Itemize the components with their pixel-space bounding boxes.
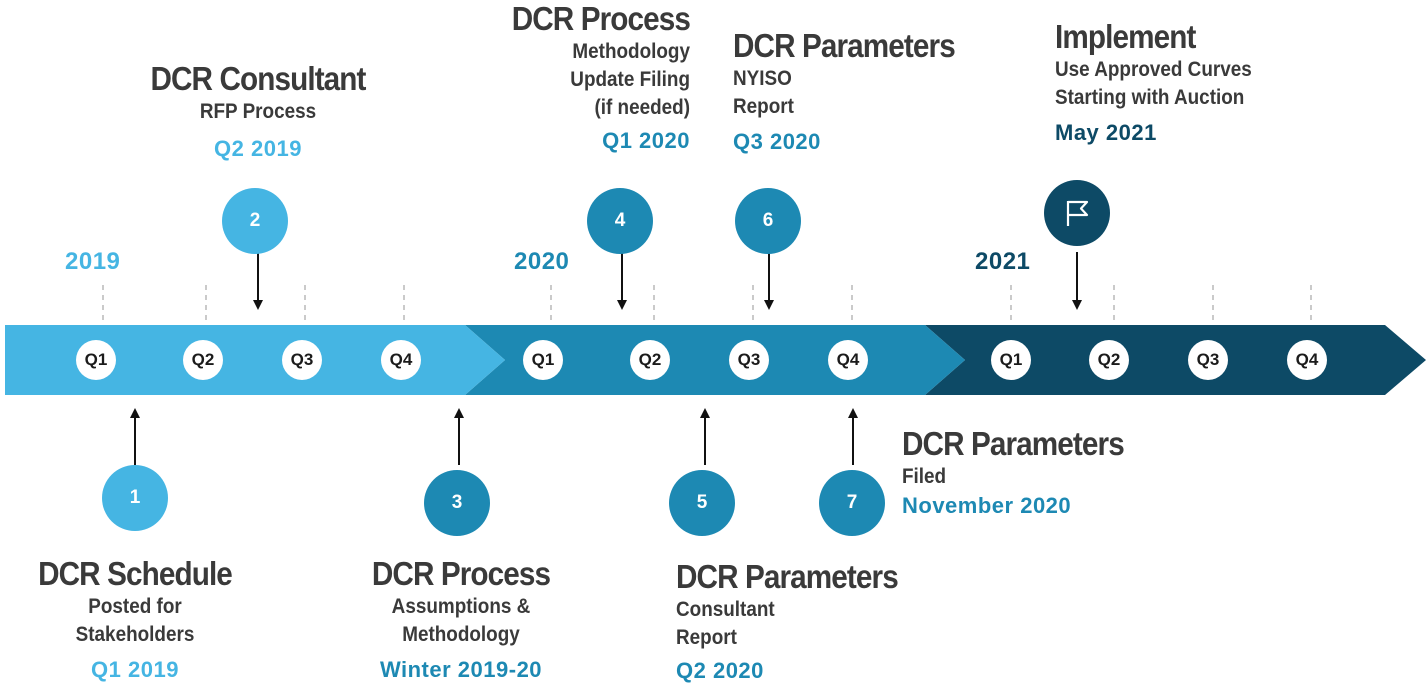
milestone-implement-title: Implement [1055, 18, 1196, 55]
milestone-1-date: Q1 2019 [91, 657, 179, 682]
milestone-4-date: Q1 2020 [602, 128, 690, 153]
milestone-implement-line: Use Approved Curves [1055, 58, 1252, 81]
milestone-3-title: DCR Process [371, 555, 551, 592]
quarter-q1-2021: Q1 [991, 340, 1031, 380]
quarter-q3-2019: Q3 [282, 340, 322, 380]
milestone-7-line: Filed [902, 465, 947, 488]
quarter-q4-2020: Q4 [828, 340, 868, 380]
milestone-1-title: DCR Schedule [38, 555, 233, 592]
year-label-2020: 2020 [514, 248, 570, 275]
milestone-7-text: DCR Parameters Filed November 2020 [902, 425, 1202, 519]
tick-lines [102, 285, 1312, 325]
milestone-6-line: Report [733, 95, 794, 118]
year-label-2021: 2021 [975, 248, 1031, 275]
milestone-marker-flag [1044, 180, 1110, 246]
flag-icon [1066, 200, 1089, 226]
milestone-5-line: Consultant [676, 598, 775, 621]
milestone-1-line: Posted for [88, 595, 182, 618]
milestone-2-text: DCR Consultant RFP Process Q2 2019 [128, 60, 388, 162]
milestone-marker-1: 1 [102, 465, 168, 531]
quarter-q2-2019: Q2 [183, 340, 223, 380]
milestone-1-line: Stakeholders [75, 623, 195, 646]
milestone-marker-2: 2 [222, 188, 288, 254]
milestone-3-text: DCR Process Assumptions & Methodology Wi… [331, 555, 591, 683]
milestone-marker-3: 3 [424, 470, 490, 536]
milestone-3-line: Assumptions & [391, 595, 531, 618]
arrows-down [253, 252, 1082, 310]
milestone-5-date: Q2 2020 [676, 658, 764, 683]
milestone-implement-text: Implement Use Approved Curves Starting w… [1055, 18, 1355, 146]
arrows-up [130, 408, 858, 465]
milestone-6-text: DCR Parameters NYISO Report Q3 2020 [733, 27, 1013, 155]
milestone-5-line: Report [676, 626, 737, 649]
milestone-marker-4: 4 [587, 188, 653, 254]
milestone-implement-date: May 2021 [1055, 120, 1157, 145]
milestone-marker-5: 5 [669, 470, 735, 536]
milestone-4-line: Methodology [572, 40, 690, 63]
milestone-6-title: DCR Parameters [733, 27, 956, 64]
quarter-q2-2021: Q2 [1089, 340, 1129, 380]
quarter-q3-2020: Q3 [729, 340, 769, 380]
milestone-4-text: DCR Process Methodology Update Filing (i… [470, 0, 691, 154]
milestone-5-title: DCR Parameters [676, 558, 899, 595]
milestone-1-text: DCR Schedule Posted for Stakeholders Q1 … [5, 555, 265, 683]
milestone-implement-line: Starting with Auction [1055, 86, 1245, 109]
milestone-4-line: (if needed) [594, 96, 690, 119]
milestone-marker-6: 6 [735, 188, 801, 254]
milestone-5-text: DCR Parameters Consultant Report Q2 2020 [676, 558, 976, 684]
milestone-4-line: Update Filing [570, 68, 690, 91]
milestone-3-line: Methodology [402, 623, 520, 646]
milestone-2-title: DCR Consultant [150, 60, 366, 97]
milestone-7-title: DCR Parameters [902, 425, 1125, 462]
milestone-marker-7: 7 [819, 470, 885, 536]
quarter-q1-2020: Q1 [523, 340, 563, 380]
year-label-2019: 2019 [65, 248, 121, 275]
quarter-q2-2020: Q2 [630, 340, 670, 380]
milestone-2-line: RFP Process [199, 100, 317, 123]
milestone-4-title: DCR Process [511, 0, 691, 37]
band-2019 [5, 325, 505, 395]
milestone-3-date: Winter 2019-20 [379, 657, 543, 682]
milestone-6-line: NYISO [733, 67, 792, 90]
quarter-q4-2019: Q4 [381, 340, 421, 380]
quarter-q1-2019: Q1 [76, 340, 116, 380]
milestone-2-date: Q2 2019 [214, 136, 302, 161]
quarter-q3-2021: Q3 [1188, 340, 1228, 380]
milestone-6-date: Q3 2020 [733, 129, 821, 154]
quarter-q4-2021: Q4 [1287, 340, 1327, 380]
milestone-7-date: November 2020 [902, 493, 1072, 518]
